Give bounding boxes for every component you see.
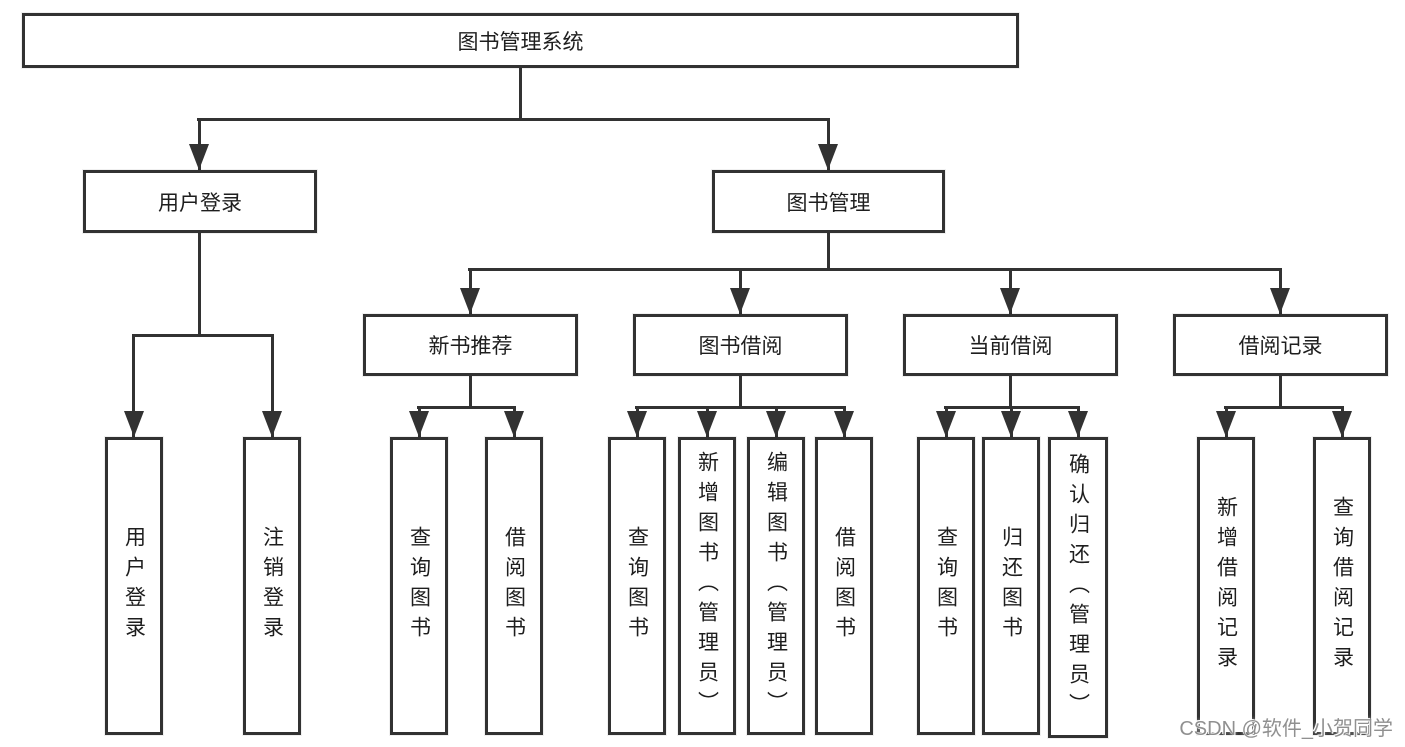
node-leaf-borrow-books-1-label: 借阅图书	[502, 526, 526, 646]
node-leaf-query-books-2: 查询图书	[608, 437, 666, 735]
node-leaf-query-books-1-label: 查询图书	[407, 526, 431, 646]
node-leaf-user-login: 用户登录	[105, 437, 163, 735]
node-leaf-add-borrow-record: 新增借阅记录	[1197, 437, 1255, 735]
node-leaf-borrow-books-2-label: 借阅图书	[832, 526, 856, 646]
node-book-borrowing-label: 图书借阅	[698, 335, 783, 358]
arrowhead-down-icon	[730, 288, 750, 314]
arrowhead-down-icon	[124, 411, 144, 437]
node-leaf-return-books: 归还图书	[982, 437, 1040, 735]
arrowhead-down-icon	[262, 411, 282, 437]
node-leaf-add-borrow-record-label: 新增借阅记录	[1214, 496, 1238, 676]
arrowhead-down-icon	[1000, 288, 1020, 314]
node-leaf-borrow-books-2: 借阅图书	[815, 437, 873, 735]
connector-line	[1009, 376, 1012, 407]
node-leaf-confirm-return-admin: 确认归还（管理员）	[1048, 437, 1108, 738]
arrowhead-down-icon	[1001, 411, 1021, 437]
arrowhead-down-icon	[504, 411, 524, 437]
node-book-management-label: 图书管理	[786, 191, 871, 215]
node-book-borrowing: 图书借阅	[633, 314, 848, 376]
connector-line	[519, 68, 522, 120]
arrowhead-down-icon	[1270, 288, 1290, 314]
node-new-book-recommendation: 新书推荐	[363, 314, 578, 376]
node-leaf-confirm-return-admin-label: 确认归还（管理员）	[1066, 452, 1090, 723]
connector-line	[1224, 406, 1344, 409]
node-leaf-add-book-admin-label: 新增图书（管理员）	[695, 451, 719, 721]
connector-line	[198, 233, 201, 336]
connector-line	[271, 334, 274, 437]
node-leaf-query-books-2-label: 查询图书	[625, 526, 649, 646]
node-leaf-user-login-label: 用户登录	[122, 526, 146, 646]
node-borrow-records: 借阅记录	[1173, 314, 1388, 376]
arrowhead-down-icon	[936, 411, 956, 437]
arrowhead-down-icon	[460, 288, 480, 314]
node-leaf-query-books-1: 查询图书	[390, 437, 448, 735]
node-new-book-recommendation-label: 新书推荐	[428, 335, 513, 358]
node-leaf-logout-label: 注销登录	[260, 526, 284, 646]
arrowhead-down-icon	[409, 411, 429, 437]
node-user-login: 用户登录	[83, 170, 317, 233]
node-leaf-borrow-books-1: 借阅图书	[485, 437, 543, 735]
node-leaf-query-borrow-record-label: 查询借阅记录	[1330, 496, 1354, 676]
node-leaf-edit-book-admin-label: 编辑图书（管理员）	[764, 451, 788, 721]
connector-line	[132, 334, 135, 437]
node-current-borrowing: 当前借阅	[903, 314, 1118, 376]
arrowhead-down-icon	[1216, 411, 1236, 437]
node-leaf-return-books-label: 归还图书	[999, 526, 1023, 646]
connector-line	[468, 268, 1282, 271]
node-book-management: 图书管理	[712, 170, 945, 233]
node-leaf-edit-book-admin: 编辑图书（管理员）	[747, 437, 805, 735]
node-leaf-query-borrow-record: 查询借阅记录	[1313, 437, 1371, 735]
node-user-login-label: 用户登录	[158, 191, 242, 215]
arrowhead-down-icon	[1068, 411, 1088, 437]
arrowhead-down-icon	[818, 144, 838, 170]
connector-line	[635, 406, 846, 409]
arrowhead-down-icon	[766, 411, 786, 437]
node-root: 图书管理系统	[22, 13, 1019, 68]
connector-line	[739, 376, 742, 407]
connector-line	[197, 118, 830, 121]
arrowhead-down-icon	[627, 411, 647, 437]
arrowhead-down-icon	[697, 411, 717, 437]
connector-line	[417, 406, 516, 409]
node-root-label: 图书管理系统	[457, 30, 584, 54]
node-borrow-records-label: 借阅记录	[1238, 335, 1323, 358]
arrowhead-down-icon	[834, 411, 854, 437]
connector-line	[1279, 376, 1282, 407]
arrowhead-down-icon	[189, 144, 209, 170]
connector-line	[132, 334, 274, 337]
connector-line	[827, 233, 830, 270]
node-leaf-query-books-3: 查询图书	[917, 437, 975, 735]
connector-line	[469, 376, 472, 407]
node-leaf-add-book-admin: 新增图书（管理员）	[678, 437, 736, 735]
csdn-watermark: CSDN @软件_小贺同学	[1179, 718, 1393, 740]
arrowhead-down-icon	[1332, 411, 1352, 437]
node-leaf-logout: 注销登录	[243, 437, 301, 735]
node-leaf-query-books-3-label: 查询图书	[934, 526, 958, 646]
node-current-borrowing-label: 当前借阅	[968, 335, 1053, 358]
